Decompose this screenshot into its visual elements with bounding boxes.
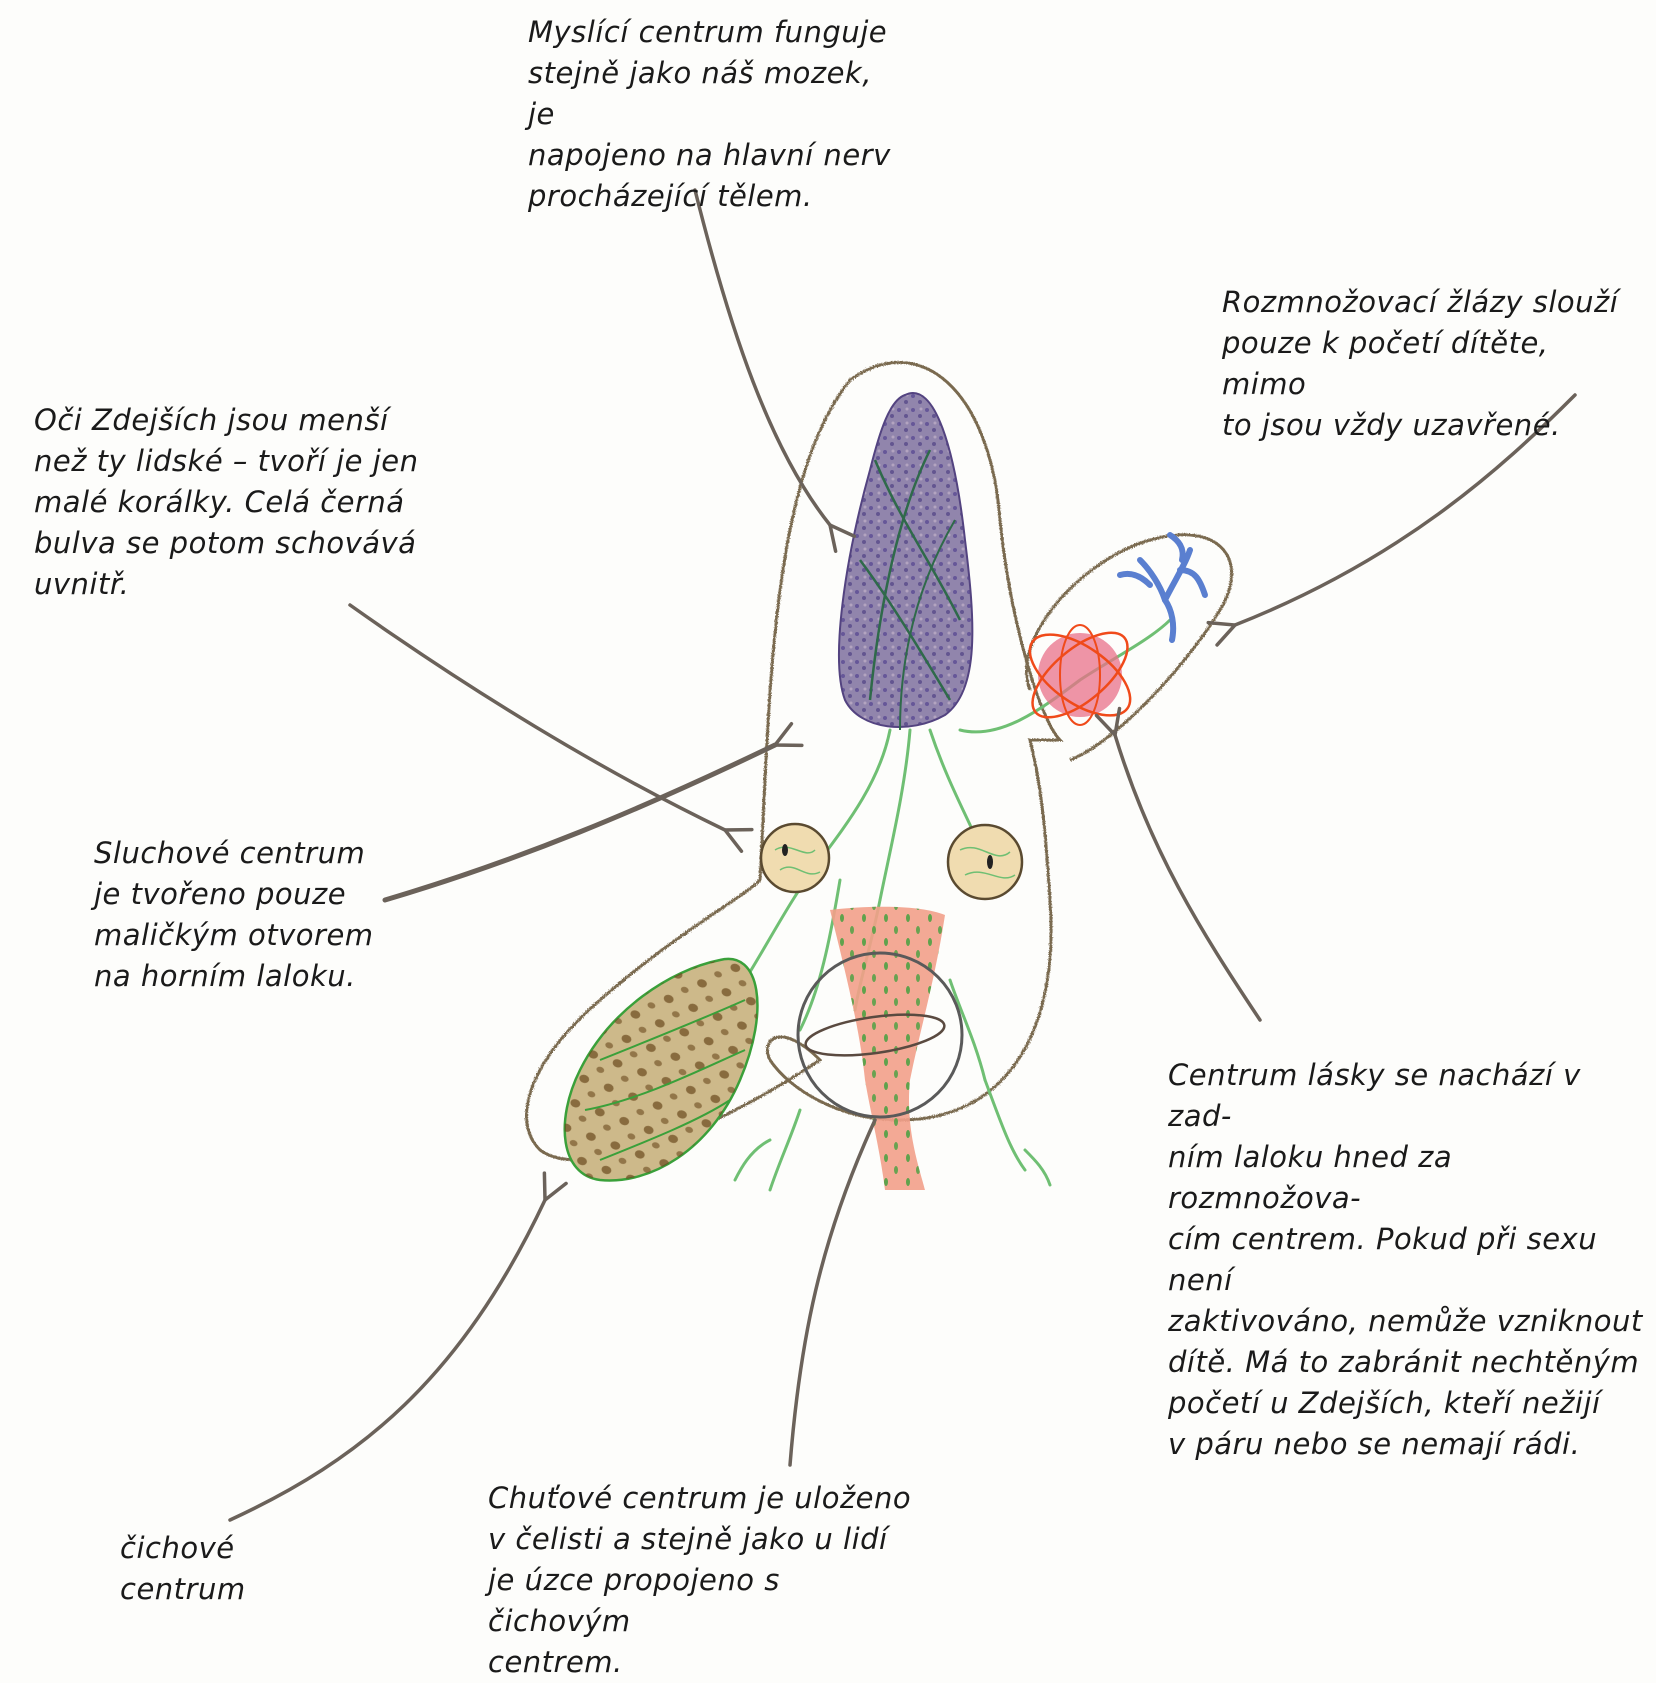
arrow-taste	[790, 1120, 875, 1465]
reproductive-glands	[1120, 535, 1205, 640]
olfactory-center	[565, 959, 758, 1181]
arrow-hearing	[385, 745, 775, 900]
ear-left	[761, 824, 829, 892]
taste-center-label: Chuťové centrum je uloženo v čelisti a s…	[488, 1478, 928, 1683]
love-center-label: Centrum lásky se nachází v zad- ním lalo…	[1168, 1055, 1648, 1465]
taste-center	[798, 907, 962, 1190]
diagram-stage: Myslící centrum funguje stejně jako náš …	[0, 0, 1656, 1638]
reproductive-glands-label: Rozmnožovací žlázy slouží pouze k početí…	[1222, 282, 1642, 446]
eyes-label: Oči Zdejších jsou menší než ty lidské – …	[34, 400, 434, 605]
ear-right	[948, 825, 1022, 899]
thinking-center-brain	[839, 393, 972, 730]
hearing-center-label: Sluchové centrum je tvořeno pouze maličk…	[94, 833, 394, 997]
smell-center-label: čichové centrum	[120, 1528, 320, 1610]
arrow-thinking	[695, 190, 830, 525]
arrow-love	[1115, 735, 1260, 1020]
arrow-smell	[230, 1200, 545, 1520]
thinking-center-label: Myslící centrum funguje stejně jako náš …	[528, 12, 908, 217]
